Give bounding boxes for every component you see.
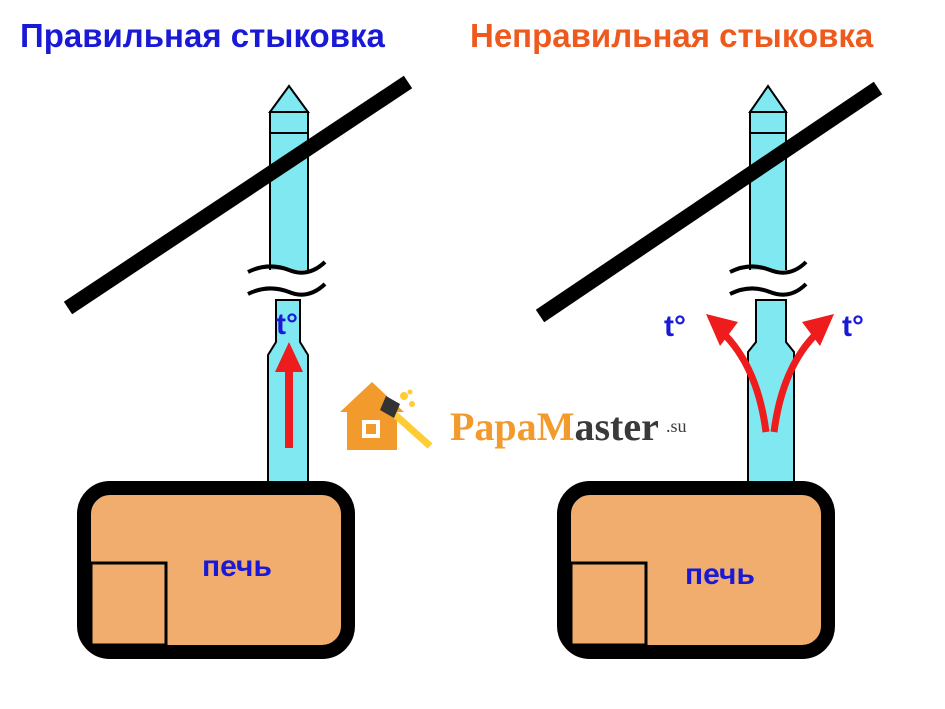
temp-label-right-a: t° xyxy=(664,310,686,343)
roof-left xyxy=(63,75,413,315)
title-incorrect-joint: Неправильная стыковка xyxy=(470,17,874,54)
pipe-cap-right xyxy=(748,84,788,113)
arrow-leak-right xyxy=(770,314,834,433)
pipe-upper-right xyxy=(749,111,787,279)
title-correct-joint: Правильная стыковка xyxy=(20,17,385,54)
correct-joint-group xyxy=(63,75,413,659)
incorrect-joint-group xyxy=(535,81,883,659)
stove-label-left: печь xyxy=(202,550,272,583)
svg-text:PapaMaster: PapaMaster xyxy=(450,404,659,449)
temp-label-left: t° xyxy=(276,308,298,341)
arrow-up-left xyxy=(275,342,303,448)
temp-label-right-b: t° xyxy=(842,310,864,343)
stove-label-right: печь xyxy=(685,558,755,591)
stove-firebox-left xyxy=(89,561,168,647)
logo-text-m: M xyxy=(537,404,575,449)
house-paintbrush-icon xyxy=(340,382,433,450)
arrow-leak-left xyxy=(706,314,770,433)
pipe-upper-left xyxy=(269,111,309,279)
roof-right xyxy=(535,81,883,323)
pipe-lower-right xyxy=(747,299,795,486)
pipe-cap-left xyxy=(268,84,310,113)
logo-text-aster: aster xyxy=(574,404,658,449)
logo-text-papa: Papa xyxy=(450,404,537,449)
pipe-break-right xyxy=(729,260,808,297)
pipe-break-left xyxy=(247,260,327,297)
papamaster-logo: PapaMaster .su xyxy=(340,382,687,450)
stove-firebox-right xyxy=(569,561,648,647)
logo-text-su: .su xyxy=(666,416,687,436)
